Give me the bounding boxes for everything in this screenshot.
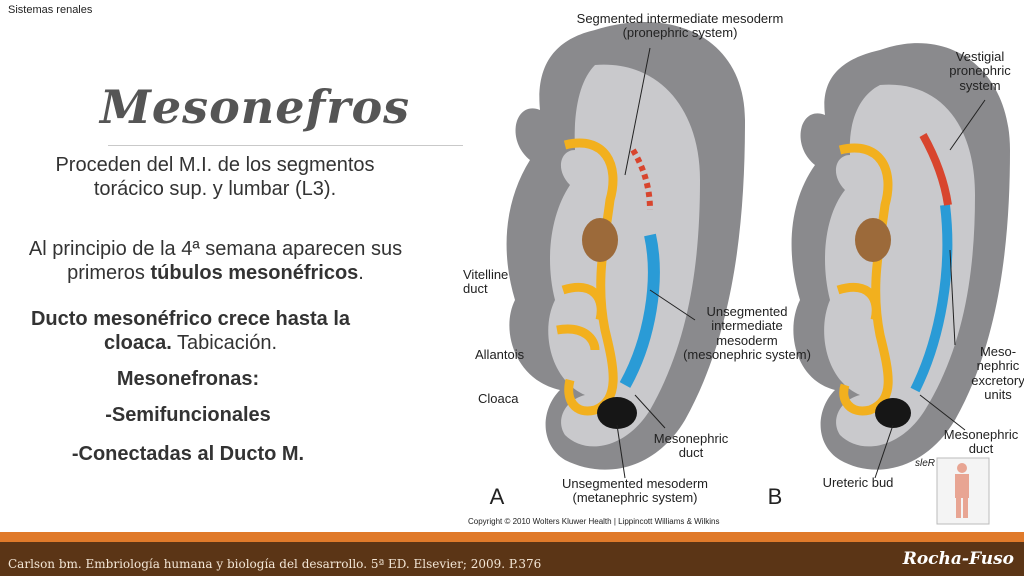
embryo-diagram: [506, 22, 1010, 525]
paragraph-semifunctional: -Semifuncionales: [105, 404, 271, 426]
signature-text: sleR: [914, 458, 935, 469]
embryo-a: [506, 22, 745, 470]
embryo-b-vestigial: [919, 133, 952, 206]
label-meso-units-text: Meso- nephric excretory units: [971, 344, 1024, 402]
paragraph-mesonephrons: Mesonefronas:: [116, 368, 260, 390]
label-panel-a: A: [487, 484, 507, 509]
label-segmented-text: Segmented intermediate mesoderm (proneph…: [576, 11, 784, 41]
p3-text: Tabicación.: [171, 332, 278, 354]
embryo-a-gut: [556, 138, 618, 416]
paragraph-duct: Ducto mesonéfrico crece hasta la cloaca.…: [8, 307, 373, 355]
copyright-note: Copyright © 2010 Wolters Kluwer Health |…: [468, 517, 720, 526]
title-divider: [108, 145, 463, 146]
label-duct-a-text: Mesonephric duct: [653, 431, 729, 461]
footer-bar: [0, 542, 1024, 576]
embryo-a-mesonephric: [619, 233, 660, 388]
human-figure-inset: [936, 457, 990, 525]
label-panel-a-text: A: [489, 484, 505, 509]
leader-lines: [616, 47, 986, 479]
label-unsegmented-im: Unsegmented intermediate mesoderm (meson…: [677, 304, 817, 362]
label-unsegmented-meta: Unsegmented mesoderm (metanephric system…: [540, 476, 730, 506]
p2-bold: túbulos mesonéfricos: [150, 262, 359, 284]
embryo-figure: Segmented intermediate mesoderm (proneph…: [445, 0, 1024, 528]
embryo-b-metanephric: [875, 398, 911, 428]
label-unsegmented-im-text: Unsegmented intermediate mesoderm (meson…: [683, 304, 811, 362]
label-vestigial-text: Vestigial pronephric system: [949, 49, 1011, 93]
embryo-b: [791, 43, 1010, 470]
paragraph-connected: -Conectadas al Ducto M.: [71, 443, 305, 465]
label-allantois-text: Allantois: [475, 347, 525, 362]
author-name: Rocha-Fuso: [902, 549, 1014, 569]
label-duct-b: Mesonephric duct: [931, 427, 1024, 457]
topic-label: Sistemas renales: [8, 4, 93, 16]
embryo-a-metanephric: [597, 397, 637, 429]
reference-citation: Carlson bm. Embriología humana y biologí…: [8, 557, 542, 571]
label-allantois: Allantois: [475, 347, 545, 362]
label-ureteric: Ureteric bud: [813, 475, 903, 490]
label-ureteric-text: Ureteric bud: [822, 475, 894, 490]
label-meso-units: Meso- nephric excretory units: [963, 344, 1024, 402]
slide-title: Mesonefros: [100, 80, 411, 134]
embryo-b-mesonephric: [910, 204, 953, 393]
signature: sleR: [910, 458, 940, 469]
embryo-b-liver: [855, 218, 891, 262]
paragraph-origin: Proceden del M.I. de los segmentos torác…: [55, 154, 375, 200]
label-unsegmented-meta-text: Unsegmented mesoderm (metanephric system…: [562, 476, 708, 506]
label-duct-b-text: Mesonephric duct: [943, 427, 1019, 457]
label-duct-a: Mesonephric duct: [641, 431, 741, 461]
label-panel-b-text: B: [767, 484, 783, 509]
label-segmented: Segmented intermediate mesoderm (proneph…: [565, 11, 795, 41]
label-cloaca: Cloaca: [478, 391, 538, 406]
footer-accent-bar: [0, 532, 1024, 542]
label-cloaca-text: Cloaca: [478, 391, 519, 406]
embryo-a-liver: [582, 218, 618, 262]
p3-bold: Ducto mesonéfrico crece hasta la cloaca.: [30, 308, 350, 354]
label-vitelline-text: Vitelline duct: [463, 267, 509, 297]
embryo-a-inner: [548, 64, 700, 447]
label-vestigial: Vestigial pronephric system: [940, 49, 1020, 93]
p2-end: .: [358, 262, 364, 284]
p2-text: Al principio de la 4ª semana aparecen su…: [28, 238, 403, 284]
paragraph-tubules: Al principio de la 4ª semana aparecen su…: [8, 237, 423, 285]
label-panel-b: B: [765, 484, 785, 509]
label-vitelline: Vitelline duct: [463, 267, 523, 297]
embryo-a-pronephric: [630, 148, 653, 211]
embryo-b-gut: [836, 143, 893, 416]
